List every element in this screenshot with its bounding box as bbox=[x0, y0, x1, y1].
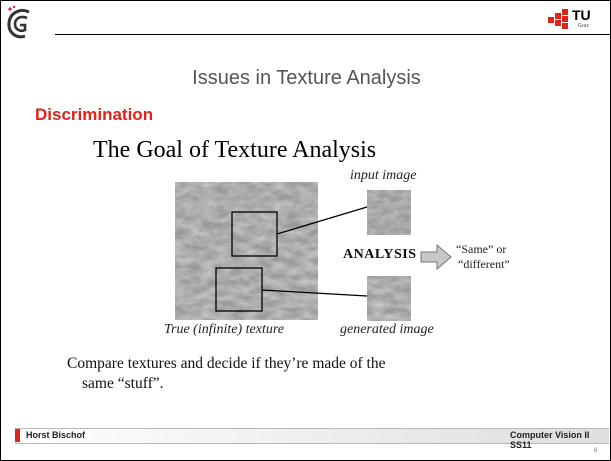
footer-course: Computer Vision II SS11 bbox=[510, 430, 590, 450]
tu-graz-logo-icon bbox=[548, 9, 568, 29]
input-connector-line bbox=[276, 206, 368, 235]
footer-accent bbox=[15, 429, 20, 442]
figure-caption-line2: same “stuff”. bbox=[82, 375, 164, 392]
generated-sample-window bbox=[215, 267, 263, 312]
page-title: Issues in Texture Analysis bbox=[192, 67, 421, 89]
input-image bbox=[367, 190, 411, 235]
analysis-arrow-icon bbox=[420, 243, 452, 271]
figure-heading: The Goal of Texture Analysis bbox=[93, 137, 377, 163]
section-heading: Discrimination bbox=[35, 105, 154, 124]
footer-bar bbox=[15, 428, 609, 444]
true-texture-label: True (infinite) texture bbox=[164, 322, 285, 337]
figure-caption-line1: Compare textures and decide if they’re m… bbox=[67, 355, 386, 372]
footer-author: Horst Bischof bbox=[26, 430, 86, 440]
generated-connector-line bbox=[261, 289, 368, 297]
tu-logo-text: TU bbox=[572, 7, 591, 23]
generated-image bbox=[367, 276, 411, 321]
header-rule bbox=[55, 34, 610, 35]
result-label-line1: “Same” or bbox=[456, 242, 507, 256]
generated-image-label: generated image bbox=[340, 322, 434, 337]
tu-logo-subtext: Graz bbox=[578, 23, 589, 29]
input-image-label: input image bbox=[350, 168, 417, 183]
institute-logo-icon bbox=[7, 5, 30, 39]
analysis-label: ANALYSIS bbox=[343, 247, 417, 262]
page-number: 6 bbox=[594, 448, 598, 454]
true-texture-image bbox=[175, 182, 318, 320]
result-label-line2: “different” bbox=[458, 257, 510, 271]
